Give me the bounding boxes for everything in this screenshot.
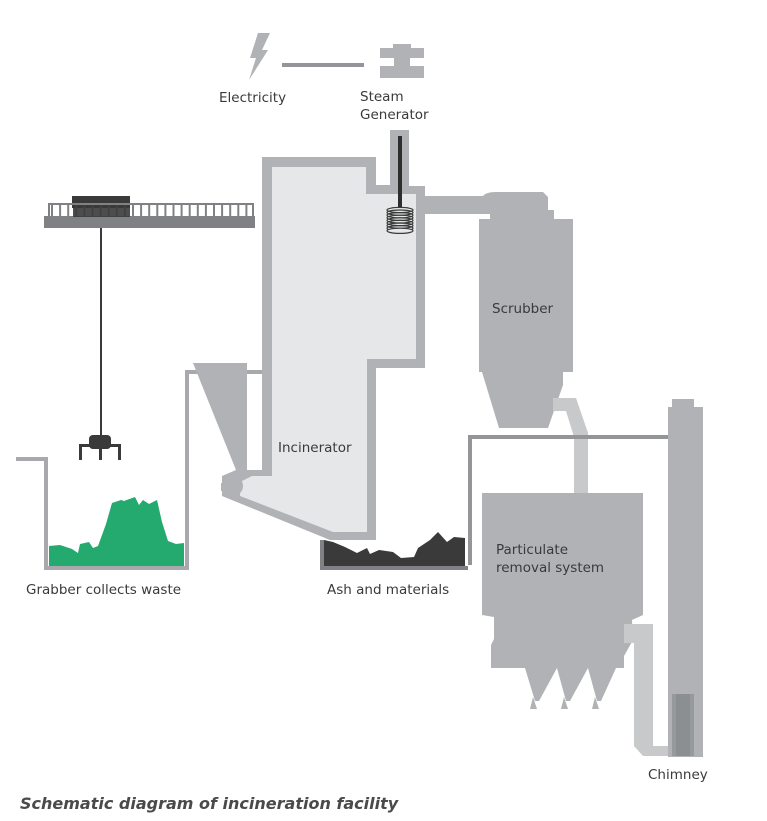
crane-slat <box>221 205 224 217</box>
diagram-caption: Schematic diagram of incineration facili… <box>20 794 399 813</box>
ash-label: Ash and materials <box>327 582 449 598</box>
heat-exchanger-coil-icon <box>386 206 414 234</box>
scrubber-label: Scrubber <box>492 301 554 317</box>
crane-slat <box>237 205 240 217</box>
claw-grabber-icon <box>79 435 121 460</box>
crane-slat <box>180 205 183 217</box>
crane-slat <box>132 205 134 217</box>
particulate-label-line2: removal system <box>496 560 604 576</box>
connecting-pipe <box>468 435 668 565</box>
crane-slat <box>245 205 248 217</box>
steam-generator-label-line2: Generator <box>360 107 429 123</box>
flue-duct <box>425 196 495 214</box>
crane-slat <box>67 205 70 217</box>
electricity-label: Electricity <box>219 90 286 106</box>
waste-pile <box>49 497 184 566</box>
scrubber-to-particulate-duct <box>553 398 588 494</box>
ash-pile <box>324 532 465 566</box>
incinerator <box>193 130 425 540</box>
particulate-label-line1: Particulate <box>496 542 568 558</box>
crane-slat <box>196 205 199 217</box>
overhead-crane-icon <box>44 196 255 228</box>
crane-slat <box>59 205 62 217</box>
crane-slat <box>156 205 159 217</box>
power-line <box>282 63 364 67</box>
ash-pit <box>320 540 468 570</box>
crane-slat <box>140 205 143 217</box>
particulate-to-chimney-duct <box>624 624 690 756</box>
crane-slat <box>172 205 175 217</box>
crane-cable <box>100 228 102 436</box>
crane-slat <box>213 205 215 217</box>
crane-slat <box>164 205 167 217</box>
steam-generator-icon <box>380 44 424 78</box>
steam-generator-label-line1: Steam <box>360 89 404 105</box>
lightning-bolt-icon <box>249 33 270 80</box>
crane-slat <box>229 205 232 217</box>
crane-slat <box>148 205 151 217</box>
chimney <box>668 399 703 757</box>
chimney-label: Chimney <box>648 767 708 783</box>
incinerator-label: Incinerator <box>278 440 352 456</box>
crane-slat <box>51 205 53 217</box>
grabber-label: Grabber collects waste <box>26 582 181 598</box>
crane-slat <box>204 205 207 217</box>
particulate-removal-system <box>482 493 643 709</box>
scrubber <box>479 192 573 428</box>
crane-slat <box>188 205 191 217</box>
coil-ring <box>386 227 414 234</box>
